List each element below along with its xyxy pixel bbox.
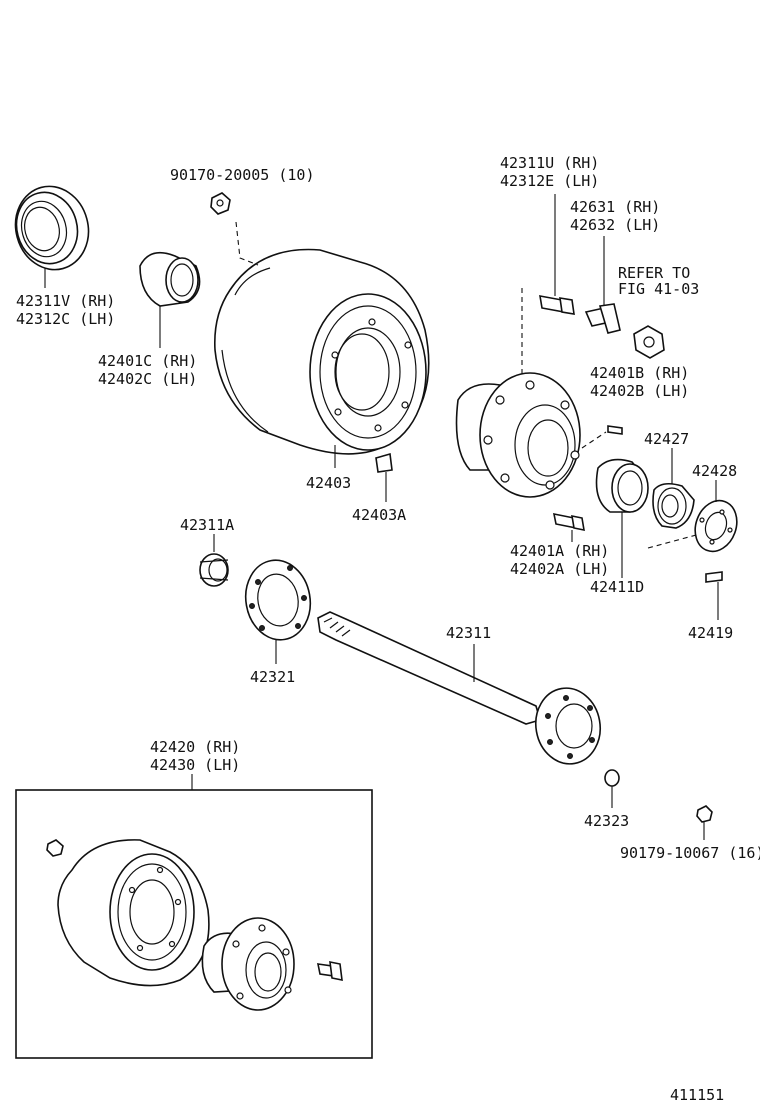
hub-bolt-42311u: [539, 295, 575, 315]
label-42402a: 42402A (LH): [510, 560, 609, 578]
label-42631: 42631 (RH): [570, 198, 660, 216]
label-42312c: 42312C (LH): [16, 310, 115, 328]
label-42419: 42419: [688, 624, 733, 642]
label-fig-41-03: FIG 41-03: [618, 280, 699, 298]
bearing-cup-42401c: [139, 251, 201, 307]
assembly-nut: [46, 839, 64, 857]
figure-number: 411151: [670, 1086, 724, 1104]
label-90179-10067: 90179-10067 (16): [620, 844, 760, 862]
label-refer-to: REFER TO: [618, 264, 690, 282]
label-42401c: 42401C (RH): [98, 352, 197, 370]
screw-42419: [705, 571, 723, 583]
axle-shaft-42311: [317, 611, 601, 765]
axle-hub: [455, 372, 581, 498]
cone-42323: [604, 769, 620, 787]
pin-42401b: [607, 425, 623, 435]
assembly-bolt: [316, 960, 343, 982]
assembly-hub: [201, 917, 295, 1011]
label-42311v: 42311V (RH): [16, 292, 115, 310]
label-42427: 42427: [644, 430, 689, 448]
plug-42403a: [375, 452, 393, 473]
label-42401a: 42401A (RH): [510, 542, 609, 560]
hub-stud-42631: [584, 303, 621, 334]
label-42311a: 42311A: [180, 516, 234, 534]
label-42402b: 42402B (LH): [590, 382, 689, 400]
label-42430: 42430 (LH): [150, 756, 240, 774]
label-42311u: 42311U (RH): [500, 154, 599, 172]
nut-90179-10067: [696, 805, 713, 823]
label-90170-20005: 90170-20005 (10): [170, 166, 315, 184]
label-42420: 42420 (RH): [150, 738, 240, 756]
nut-90170-20005: [210, 192, 231, 215]
label-42311: 42311: [446, 624, 491, 642]
label-42632: 42632 (LH): [570, 216, 660, 234]
label-42403a: 42403A: [352, 506, 406, 524]
label-42401b: 42401B (RH): [590, 364, 689, 382]
label-42402c: 42402C (LH): [98, 370, 197, 388]
bearing-42411d: [595, 458, 649, 513]
part-labels: 90170-20005 (10) 42311U (RH) 42312E (LH)…: [16, 154, 760, 1104]
label-42428: 42428: [692, 462, 737, 480]
assembly-box: [15, 789, 373, 1059]
brake-drum-42403: [213, 248, 430, 455]
label-42321: 42321: [250, 668, 295, 686]
label-42312e: 42312E (LH): [500, 172, 599, 190]
label-42403: 42403: [306, 474, 351, 492]
bearing-42311a: [199, 553, 229, 587]
label-42323: 42323: [584, 812, 629, 830]
gasket-42321: [244, 559, 312, 641]
hub-stud-42401a: [552, 512, 585, 532]
label-42411d: 42411D: [590, 578, 644, 596]
oil-seal-42311v: [14, 185, 90, 271]
lock-nut: [633, 325, 665, 359]
assembly-drum: [57, 839, 210, 987]
lock-washer-42428: [694, 499, 738, 553]
nut-42427: [652, 482, 695, 529]
